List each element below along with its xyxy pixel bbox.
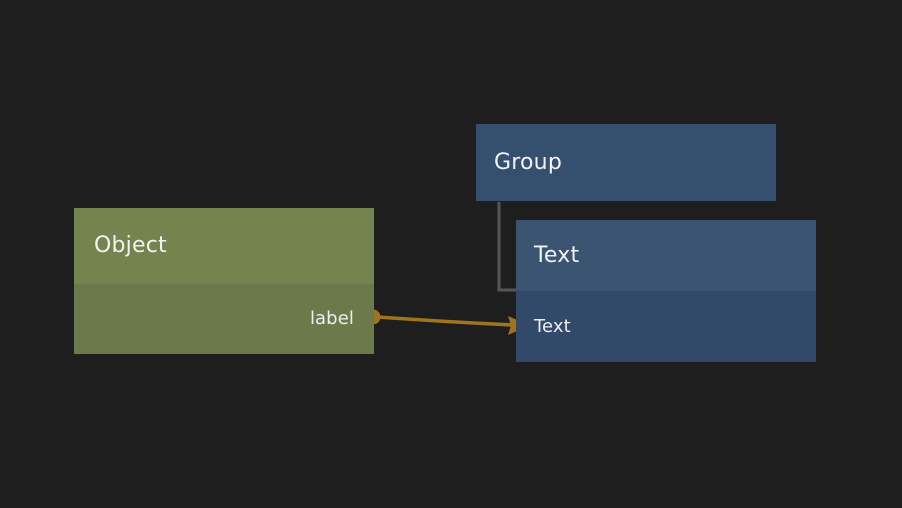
node-object[interactable]: Object label [74, 208, 374, 354]
node-text-field-label: Text [534, 315, 571, 337]
node-object-header[interactable]: Object [74, 208, 374, 284]
reference-edge-line[interactable] [375, 315, 515, 327]
node-group[interactable]: Group [476, 124, 776, 201]
node-object-title: Object [94, 233, 167, 258]
node-group-title: Group [494, 149, 562, 175]
node-text-title: Text [534, 242, 580, 268]
node-object-field-label: label [309, 308, 354, 329]
node-text-body[interactable]: Text [516, 291, 816, 362]
node-text[interactable]: Text Text [516, 220, 816, 362]
node-object-body[interactable]: label [74, 284, 374, 354]
node-group-header[interactable]: Group [476, 124, 776, 201]
containment-connector-line [497, 202, 517, 292]
node-text-header[interactable]: Text [516, 220, 816, 291]
